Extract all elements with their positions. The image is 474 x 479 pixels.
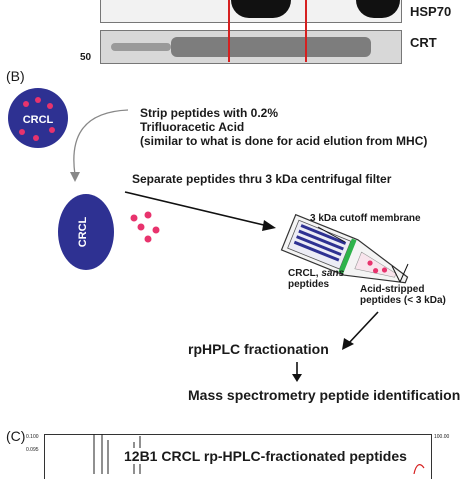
- blot-strip-crt: [100, 30, 402, 64]
- blot-label-crt: CRT: [410, 35, 437, 50]
- arrow-to-filter: [124, 191, 269, 227]
- strip-step-text: Strip peptides with 0.2% Trifluoracetic …: [140, 106, 427, 148]
- hsp70-band-1: [231, 0, 291, 18]
- pointer-acid-peptides-2: [399, 263, 409, 283]
- crt-smear-left: [111, 43, 171, 51]
- red-lane-line-right: [305, 0, 307, 62]
- strip-line-1: Strip peptides with 0.2%: [140, 106, 279, 120]
- crcl-sans-line2: peptides: [288, 279, 330, 290]
- left-tick-1: 0.100: [26, 434, 39, 440]
- strip-line-2: Trifluoracetic Acid: [140, 120, 245, 134]
- marker-50: 50: [80, 52, 92, 63]
- curved-arrow-head: [70, 172, 80, 182]
- chromatogram-frame: [44, 434, 432, 479]
- panel-c-label: (C): [6, 428, 26, 444]
- red-lane-line-left: [228, 0, 230, 62]
- arrow-to-rphplc: [347, 311, 379, 345]
- arrow-to-rphplc-head: [342, 338, 354, 350]
- curved-arrow: [73, 109, 129, 176]
- separate-step-text: Separate peptides thru 3 kDa centrifugal…: [132, 172, 392, 186]
- mass-spec-step: Mass spectrometry peptide identification: [188, 387, 461, 403]
- membrane-label: 3 kDa cutoff membrane: [310, 213, 421, 224]
- panel-b-label: (B): [6, 68, 25, 84]
- crcl-sans-b: sans: [321, 268, 345, 279]
- blot-strip-hsp70: [100, 0, 402, 23]
- pointer-membrane: [317, 226, 346, 243]
- pointer-acid-peptides: [391, 265, 401, 283]
- crcl-sans-a: CRCL,: [288, 268, 322, 279]
- acid-line-2: peptides (< 3 kDa): [360, 295, 446, 306]
- crcl-ellipse-bottom: [58, 194, 114, 270]
- chromatogram-title: 12B1 CRCL rp-HPLC-fractionated peptides: [122, 448, 409, 464]
- hsp70-band-2: [356, 0, 400, 18]
- crcl-sans-label: CRCL, sans peptides: [288, 268, 344, 290]
- right-tick: 100.00: [434, 434, 450, 440]
- centrifugal-filter-tube: [280, 213, 409, 284]
- crcl-bottom-label: CRCL: [77, 216, 89, 247]
- crcl-circle-top: [8, 88, 68, 148]
- strip-line-3: (similar to what is done for acid elutio…: [140, 134, 428, 148]
- crcl-top-label: CRCL: [23, 114, 54, 126]
- acid-stripped-label: Acid-stripped peptides (< 3 kDa): [360, 284, 446, 306]
- arrow-to-filter-head: [262, 220, 276, 231]
- acid-line-1: Acid-stripped: [360, 284, 425, 295]
- crt-smear: [171, 37, 371, 57]
- blot-label-hsp70: HSP70: [410, 4, 452, 19]
- left-tick-2: 0.095: [26, 447, 39, 453]
- rphplc-step: rpHPLC fractionation: [188, 341, 329, 357]
- free-peptides: [130, 211, 160, 243]
- arrow-to-mass-spec-head: [292, 374, 302, 382]
